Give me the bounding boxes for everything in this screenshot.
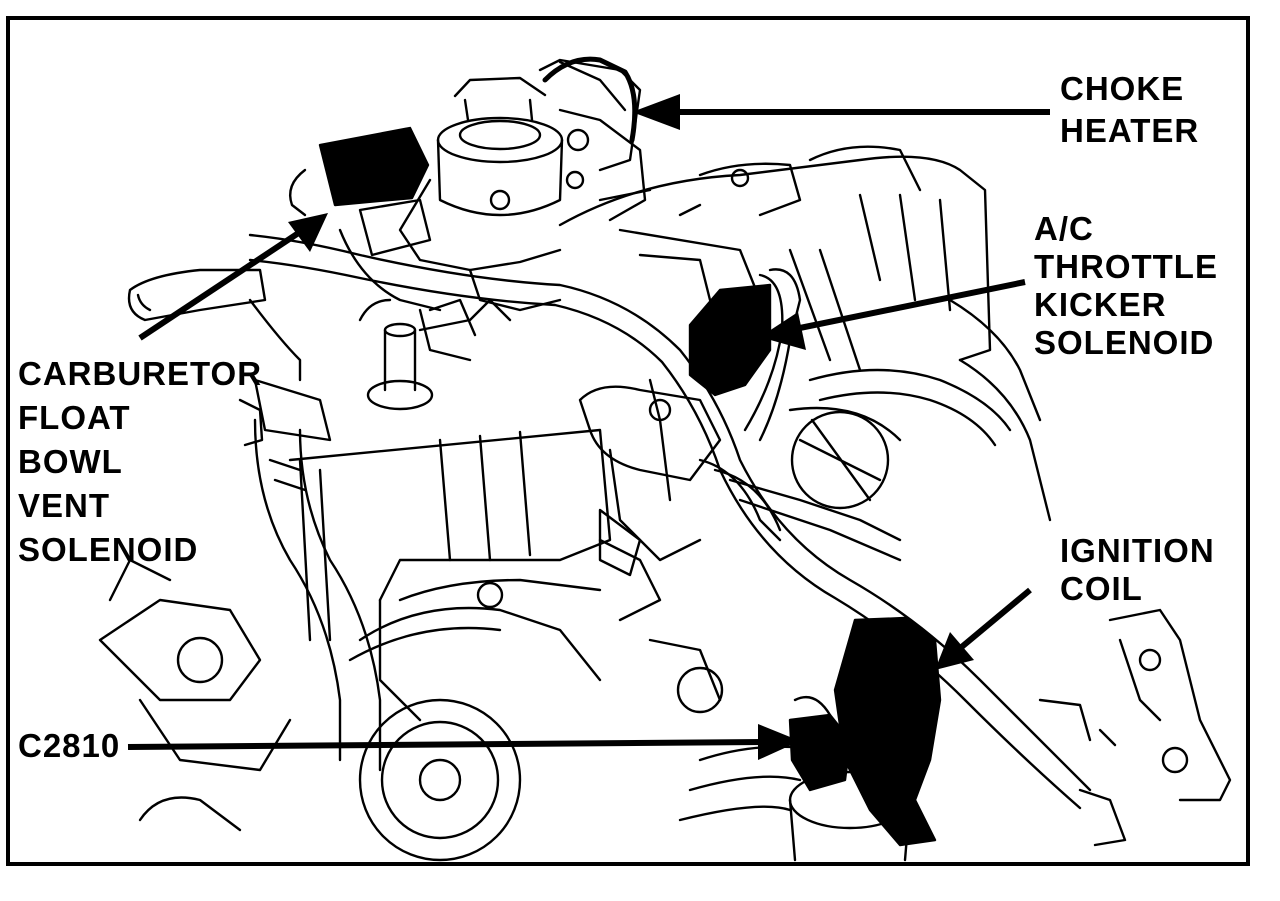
label-line: KICKER [1034, 286, 1167, 323]
pcv-fitting [358, 298, 434, 411]
label-line: A/C [1034, 210, 1094, 247]
label-line: HEATER [1060, 112, 1200, 149]
figure-caption-band [260, 872, 1040, 896]
lower-pulleys [98, 558, 602, 862]
c2810-leader [127, 739, 766, 750]
label-ignition-coil: IGNITION COIL [1060, 532, 1215, 608]
label-line: COIL [1060, 570, 1143, 607]
ignition-coil-leader [956, 587, 1032, 653]
label-line: CARBURETOR [18, 355, 263, 392]
label-c2810: C2810 [18, 725, 120, 767]
fan-hub [788, 406, 902, 510]
ignition-coil [833, 616, 942, 847]
right-bracket [1038, 608, 1232, 802]
label-carburetor-float-bowl-vent-solenoid: CARBURETOR FLOAT BOWL VENT SOLENOID [18, 352, 262, 572]
label-line: BOWL [18, 443, 123, 480]
label-line: SOLENOID [1034, 324, 1215, 361]
valve-cover [558, 145, 1052, 522]
label-line: THROTTLE [1034, 248, 1218, 285]
left-hoses [127, 268, 382, 772]
ac-kicker-arrowhead [760, 312, 806, 350]
float-bowl-vent-solenoid [318, 126, 430, 207]
label-line: C2810 [18, 727, 121, 764]
c2810-arrowhead [758, 724, 800, 760]
engine-block [288, 428, 662, 722]
carburetor-arrowhead [288, 213, 328, 252]
ac-throttle-kicker-solenoid [688, 283, 772, 397]
distributor [578, 378, 902, 577]
label-line: IGNITION [1060, 532, 1215, 569]
main-hose [248, 233, 1127, 847]
label-ac-throttle-kicker-solenoid: A/C THROTTLE KICKER SOLENOID [1034, 210, 1218, 362]
label-line: FLOAT [18, 399, 131, 436]
label-choke-heater: CHOKE HEATER [1060, 68, 1199, 152]
carburetor-leader [138, 229, 302, 341]
label-line: SOLENOID [18, 531, 199, 568]
choke-heater-wire [542, 56, 638, 143]
carburetor-assembly [338, 58, 647, 362]
ignition-coil-arrowhead [935, 632, 974, 670]
choke-heater-arrowhead [632, 94, 680, 130]
label-line: CHOKE [1060, 70, 1185, 107]
label-line: VENT [18, 487, 111, 524]
diagram-frame [6, 16, 1250, 866]
ac-kicker-leader [789, 279, 1026, 333]
